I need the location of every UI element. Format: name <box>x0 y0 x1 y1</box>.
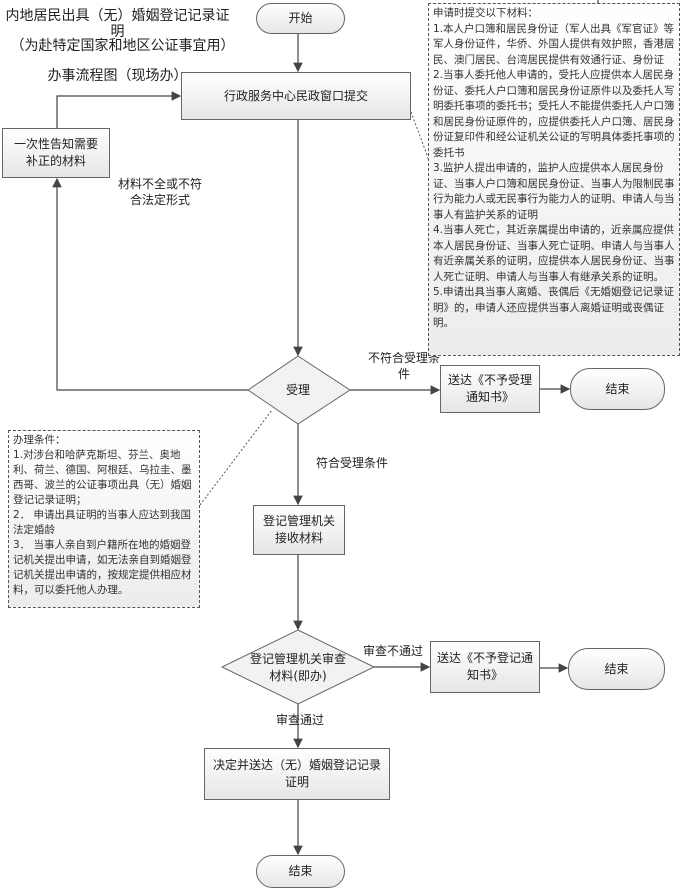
conditions-heading: 办理条件： <box>13 434 66 446</box>
accept-diamond <box>247 355 351 425</box>
conditions-item: 3． 当事人亲自到户籍所在地的婚姻登记机关提出申请，如无法亲自到婚姻登记机关提出… <box>13 539 192 596</box>
materials-item: 3.监护人提出申请的，监护人应提供本人居民身份证、当事人户口簿和居民身份证、当事… <box>433 162 675 221</box>
end-node-3: 结束 <box>256 855 345 888</box>
start-node: 开始 <box>256 3 345 34</box>
conditions-note: 办理条件： 1.对涉台和哈萨克斯坦、芬兰、奥地利、荷兰、德国、阿根廷、乌拉圭、墨… <box>8 430 200 608</box>
submit-node: 行政服务中心民政窗口提交 <box>181 72 411 120</box>
conditions-item: 2． 申请出具证明的当事人应达到我国法定婚龄 <box>13 509 192 536</box>
no-reg-notice-node: 送达《不予登记通知书》 <box>430 641 540 693</box>
label-not-meet: 不符合受理条件 <box>368 351 441 381</box>
materials-heading: 申请时提交以下材料： <box>433 7 538 19</box>
conditions-item: 1.对涉台和哈萨克斯坦、芬兰、奥地利、荷兰、德国、阿根廷、乌拉圭、墨西哥、波兰的… <box>13 449 192 506</box>
notify-node: 一次性告知需要补正的材料 <box>2 128 110 178</box>
accept-text: 受理 <box>285 382 310 397</box>
review-text: 登记管理机关审查材料(即办) <box>249 652 346 683</box>
end-node-2: 结束 <box>568 648 665 690</box>
materials-item: 4.当事人死亡，其近亲属提出申请的，近亲属应提供本人居民身份证、当事人死亡证明、… <box>433 224 675 283</box>
label-incomplete: 材料不全或不符合法定形式 <box>118 177 203 207</box>
review-diamond <box>220 629 376 705</box>
end-node-1: 结束 <box>570 368 665 410</box>
title-line3: 办事流程图（现场办） <box>47 68 188 84</box>
receive-node: 登记管理机关接收材料 <box>253 505 345 555</box>
materials-item: 2.当事人委托他人申请的，受托人应提供本人居民身份证、委托人户口簿和居民身份证原… <box>433 69 675 159</box>
title-line1: 内地居民出具（无）婚姻登记记录证明 <box>5 8 230 40</box>
decide-node: 决定并送达（无）婚姻登记记录证明 <box>204 748 390 800</box>
materials-note: 申请时提交以下材料： 1.本人户口簿和居民身份证（军人出具《军官证》等军人身份证… <box>428 3 680 356</box>
title-line2: （为赴特定国家和地区公证事宜用） <box>10 38 235 54</box>
materials-item: 5.申请出具当事人离婚、丧偶后《无婚姻登记记录证明》的，申请人还应提供当事人离婚… <box>433 286 675 329</box>
label-review-fail: 审查不通过 <box>362 644 423 658</box>
reject-notice-node: 送达《不予受理通知书》 <box>440 365 540 413</box>
materials-item: 1.本人户口簿和居民身份证（军人出具《军官证》等军人身份证件，华侨、外国人提供有… <box>433 22 675 66</box>
label-meet: 符合受理条件 <box>315 456 388 470</box>
label-review-pass: 审查通过 <box>275 713 324 727</box>
